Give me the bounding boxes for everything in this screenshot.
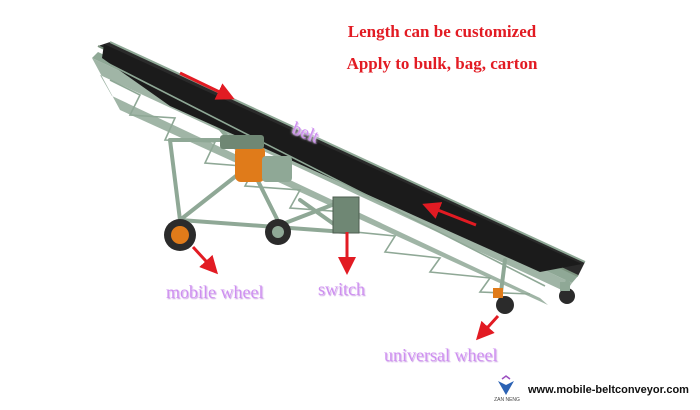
brand-logo-text: ZAN NENG	[494, 397, 520, 403]
brand-logo-icon	[498, 375, 514, 395]
belt-direction-arrow-upper	[179, 71, 235, 100]
conveyor-belt	[102, 44, 582, 272]
universal-wheel-right	[559, 282, 575, 304]
switch-label: switch	[318, 279, 365, 299]
mobile-wheel-rear	[265, 219, 291, 245]
mobile-wheel-label: mobile wheel	[166, 282, 264, 302]
switch-box	[332, 196, 360, 234]
mobile-wheel-arrow	[191, 245, 219, 275]
headline-length: Length can be customized	[347, 22, 537, 41]
callout-arrows	[179, 71, 500, 341]
belt-direction-arrow-lower	[422, 202, 477, 227]
brand-logo: ZAN NENG	[494, 383, 520, 403]
mobile-wheel-front	[164, 219, 196, 251]
website-url: www.mobile-beltconveyor.com	[528, 384, 689, 396]
universal-wheel-left	[493, 288, 514, 314]
motor	[220, 135, 292, 182]
universal-wheel-arrow	[475, 314, 500, 341]
truss-lattice	[104, 61, 546, 295]
headline-apply: Apply to bulk, bag, carton	[346, 54, 538, 73]
universal-wheel-label: universal wheel	[384, 345, 498, 365]
